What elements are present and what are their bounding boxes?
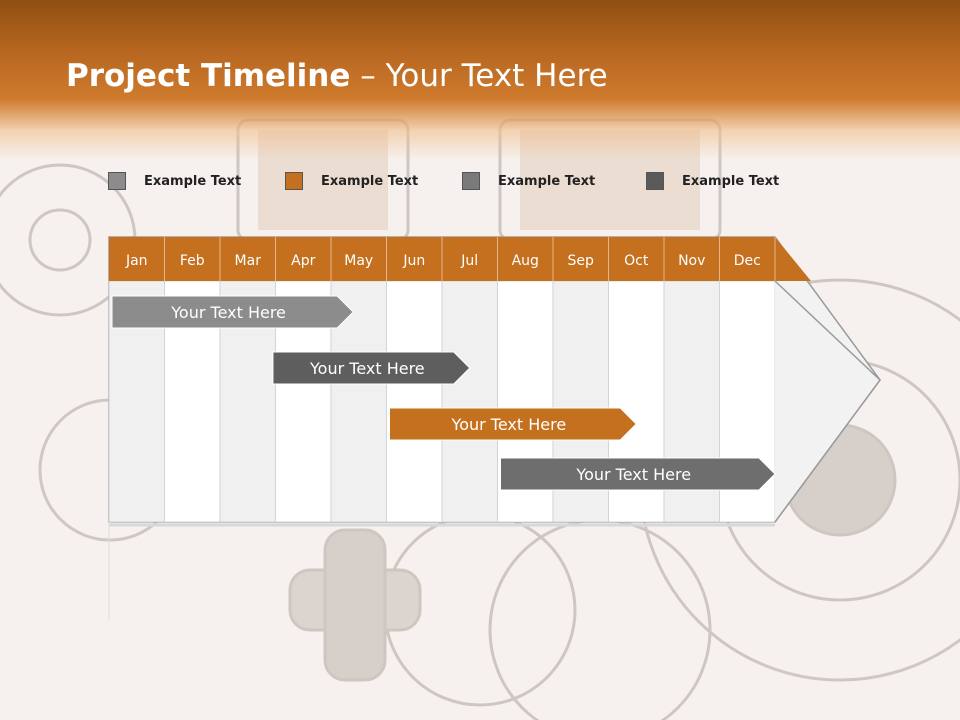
timeline-arrow-tip bbox=[774, 280, 881, 523]
month-column bbox=[441, 280, 498, 523]
legend-label-3: Example Text bbox=[498, 173, 596, 189]
month-column bbox=[386, 280, 443, 523]
task-label: Your Text Here bbox=[575, 465, 691, 484]
legend-label-2: Example Text bbox=[321, 173, 419, 189]
title-bold: Project Timeline bbox=[66, 58, 351, 94]
legend-item-3: Example Text bbox=[462, 170, 595, 192]
task-bar-shape bbox=[272, 351, 471, 385]
month-label-may: May bbox=[344, 253, 373, 269]
task-bar-shape bbox=[500, 457, 776, 491]
legend-swatch-3 bbox=[462, 172, 480, 190]
legend-label-4: Example Text bbox=[682, 173, 780, 189]
month-label-sep: Sep bbox=[568, 253, 595, 269]
month-label-feb: Feb bbox=[180, 253, 205, 269]
month-label-jun: Jun bbox=[402, 253, 425, 269]
task-bar-2: Your Text Here bbox=[272, 351, 471, 385]
month-label-aug: Aug bbox=[512, 253, 539, 269]
month-label-dec: Dec bbox=[734, 253, 761, 269]
task-bar-1: Your Text Here bbox=[111, 295, 354, 329]
legend-swatch-4 bbox=[646, 172, 664, 190]
legend-item-4: Example Text bbox=[646, 170, 779, 192]
task-label: Your Text Here bbox=[451, 415, 567, 434]
month-label-nov: Nov bbox=[678, 253, 705, 269]
legend-swatch-2 bbox=[285, 172, 303, 190]
month-label-mar: Mar bbox=[235, 253, 262, 269]
header-banner bbox=[0, 0, 960, 160]
title-rest: – Your Text Here bbox=[350, 58, 608, 94]
task-label: Your Text Here bbox=[309, 359, 425, 378]
month-label-oct: Oct bbox=[624, 253, 649, 269]
month-label-jan: Jan bbox=[125, 253, 148, 269]
task-bar-shape bbox=[389, 407, 637, 441]
legend-label-1: Example Text bbox=[144, 173, 242, 189]
month-header-strip bbox=[109, 237, 811, 281]
month-label-apr: Apr bbox=[291, 253, 315, 269]
month-label-jul: Jul bbox=[460, 253, 478, 269]
task-label: Your Text Here bbox=[170, 303, 286, 322]
legend-swatch-1 bbox=[108, 172, 126, 190]
page-title: Project Timeline – Your Text Here bbox=[66, 58, 608, 94]
legend-item-2: Example Text bbox=[285, 170, 418, 192]
task-bar-shape bbox=[111, 295, 354, 329]
task-bar-3: Your Text Here bbox=[389, 407, 637, 441]
legend-item-1: Example Text bbox=[108, 170, 241, 192]
task-bar-4: Your Text Here bbox=[500, 457, 776, 491]
